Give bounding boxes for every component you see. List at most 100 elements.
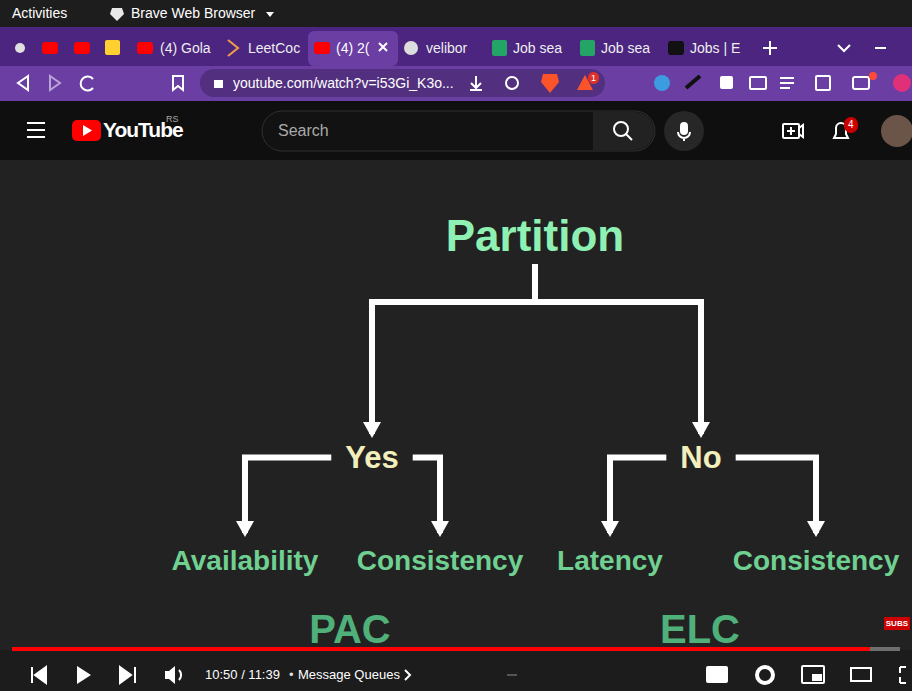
chapter-dash [507, 674, 517, 676]
wallet-icon [853, 77, 869, 89]
active-tab [308, 31, 398, 66]
extension-icon [654, 75, 670, 91]
volume-icon [165, 666, 175, 684]
app-name: Brave Web Browser [131, 5, 255, 21]
notification-badge: 4 [844, 117, 858, 133]
brave-shield [541, 74, 559, 93]
back-button [18, 76, 28, 90]
tab-title: Jobs | E [690, 40, 740, 56]
progress-rest [870, 647, 900, 651]
download-icon [470, 76, 482, 90]
url-text: youtube.com/watch?v=i53Gi_K3o... [233, 75, 454, 91]
youtube-logo [72, 120, 101, 141]
arrow-head [601, 521, 619, 537]
toolbar [0, 66, 912, 101]
reload-button [81, 77, 93, 91]
node-text: Availability [172, 547, 319, 575]
tab-favicon [580, 40, 595, 56]
tab-favicon [668, 41, 684, 55]
search-icon [614, 122, 628, 136]
next-button [120, 667, 135, 683]
answer-label: No [676, 440, 725, 475]
outcome-term: Latency [553, 545, 667, 577]
node-text: No [680, 442, 721, 473]
node-text: Yes [345, 442, 398, 473]
tab-favicon [15, 43, 25, 53]
node-text: Consistency [357, 547, 524, 575]
country-code: RS [166, 114, 179, 124]
outcome-term: Consistency [729, 545, 904, 577]
extensions-icon [720, 76, 733, 89]
outcome-term: Availability [168, 545, 323, 577]
arrow-head [431, 521, 449, 537]
tab-title: Job sea [601, 40, 650, 56]
tab-favicon [137, 42, 153, 54]
node-text: Latency [557, 547, 663, 575]
arrow-head [692, 422, 710, 438]
play-button [77, 666, 91, 684]
node-text: Consistency [733, 547, 900, 575]
avatar [881, 115, 912, 147]
mic-icon [678, 132, 690, 141]
wallet-dot [869, 72, 877, 80]
search-placeholder: Search [278, 122, 329, 140]
volume-icon [179, 670, 181, 680]
mic-button [664, 111, 704, 151]
chapter-chevron [405, 670, 410, 680]
extension-icon [686, 76, 700, 88]
menu-label: Activities [12, 5, 67, 21]
sidebar-icon [816, 76, 830, 90]
separator-dot: • [289, 668, 294, 683]
youtube-header [0, 101, 912, 160]
tab-strip [0, 27, 912, 66]
fullscreen-icon [900, 667, 906, 683]
answer-label: Yes [341, 440, 402, 475]
search-box [262, 111, 655, 151]
previous-button [32, 667, 46, 683]
dropdown-arrow [266, 12, 274, 17]
arrow-head [363, 422, 381, 438]
miniplayer-icon [802, 666, 824, 683]
root-question: Partition [442, 212, 628, 260]
branch-connector [736, 458, 816, 534]
youtube-logo-play [83, 125, 92, 136]
outcome-term: Consistency [353, 545, 528, 577]
time-display: 10:50 / 11:39 [205, 668, 280, 683]
tab-favicon [105, 40, 120, 55]
arrow-head [236, 521, 254, 537]
tab-favicon [314, 42, 330, 54]
tab-favicon [228, 40, 238, 56]
arrow-head [807, 521, 825, 537]
menu-icon [27, 123, 45, 137]
subtitles-icon [706, 666, 728, 683]
url-field [200, 69, 605, 97]
chapter-title: Message Queues [298, 668, 400, 683]
bookmark-button [173, 76, 183, 90]
tab-favicon [404, 41, 418, 55]
tab-favicon [492, 40, 507, 56]
playlist-icon [780, 78, 794, 88]
tab-favicon [74, 42, 90, 54]
tab-list [838, 45, 850, 51]
settings-icon [757, 667, 773, 683]
branch-connector [372, 264, 535, 434]
tab-title: LeetCoc [248, 40, 300, 56]
tab-title: (4) Gola [160, 40, 211, 56]
subscribe-badge: SUBS [884, 617, 910, 630]
cast-icon [750, 77, 766, 89]
theater-icon [851, 668, 871, 681]
miniplayer-icon [812, 674, 822, 681]
minimize [875, 47, 886, 49]
player-controls [0, 650, 912, 691]
tab-favicon [42, 42, 58, 54]
system-bar [0, 0, 912, 27]
video-frame [0, 160, 912, 650]
node-text: Partition [446, 214, 624, 258]
search-button [593, 112, 654, 150]
browser-icon [110, 8, 124, 21]
rewards-badge: 1 [588, 72, 599, 84]
acronym: ELC [660, 606, 740, 652]
